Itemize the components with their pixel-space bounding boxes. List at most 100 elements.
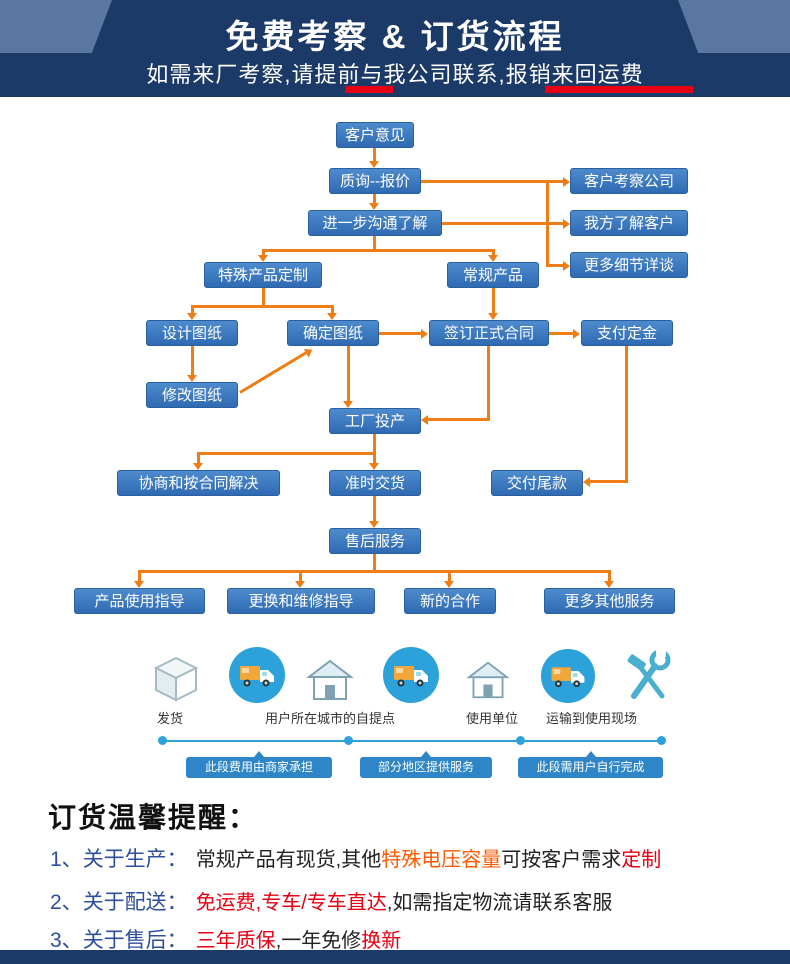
step-label-pickup-point: 用户所在城市的自提点 bbox=[264, 711, 395, 726]
step-label-shipping: 发货 bbox=[156, 711, 183, 726]
flow-node-negotiate-per-contract: 协商和按合同解决 bbox=[117, 470, 280, 496]
flow-arrowhead bbox=[583, 477, 590, 487]
flow-node-understand-client: 我方了解客户 bbox=[570, 210, 688, 236]
flow-arrowhead bbox=[369, 521, 379, 528]
flow-arrowhead bbox=[573, 329, 580, 339]
flow-line bbox=[549, 180, 563, 183]
notice-text: ,如需指定物流请联系客服 bbox=[386, 892, 613, 914]
header-left-wing bbox=[0, 0, 112, 53]
flow-arrowhead bbox=[488, 313, 498, 320]
notice-highlight: 免运费,专车/专车直达 bbox=[195, 892, 387, 914]
flow-arrowhead bbox=[369, 161, 379, 168]
notice-text: 常规产品有现货,其他 bbox=[195, 849, 382, 871]
delivery-truck-icon bbox=[228, 646, 286, 709]
flow-node-client-visit-company: 客户考察公司 bbox=[570, 168, 688, 194]
flow-node-more-details: 更多细节详谈 bbox=[570, 252, 688, 278]
flow-node-on-time-delivery: 准时交货 bbox=[329, 470, 421, 496]
timeline-dot bbox=[516, 736, 525, 745]
flow-node-product-usage-guide: 产品使用指导 bbox=[74, 588, 205, 614]
flow-arrowhead bbox=[421, 329, 428, 339]
flow-node-more-services: 更多其他服务 bbox=[544, 588, 675, 614]
notice-text: ,一年免修 bbox=[275, 930, 362, 952]
flow-arrowhead bbox=[488, 255, 498, 262]
flow-diagonal-arrow bbox=[239, 351, 307, 394]
flow-line bbox=[549, 332, 573, 335]
flow-node-design-drawing: 设计图纸 bbox=[146, 320, 238, 346]
flow-line bbox=[138, 570, 610, 573]
header-right-wing bbox=[678, 0, 790, 53]
notice-line-after-sales: 3、关于售后： 三年质保,一年免修换新 bbox=[50, 924, 401, 954]
notice-line-production: 1、关于生产：常规产品有现货,其他特殊电压容量可按客户需求定制 bbox=[50, 843, 661, 873]
flow-line bbox=[191, 305, 194, 313]
flow-node-customer-opinion: 客户意见 bbox=[336, 122, 414, 148]
flow-line bbox=[373, 434, 376, 463]
flow-line bbox=[373, 194, 376, 203]
flow-arrowhead bbox=[604, 581, 614, 588]
flow-arrowhead bbox=[187, 313, 197, 320]
flow-arrowhead bbox=[563, 219, 570, 229]
flow-node-factory-production: 工厂投产 bbox=[329, 408, 421, 434]
flow-node-after-sales-service: 售后服务 bbox=[329, 528, 421, 554]
delivery-truck-icon bbox=[540, 648, 596, 709]
flow-line bbox=[347, 346, 350, 401]
segment-label-merchant-cost: 此段费用由商家承担 bbox=[186, 751, 332, 778]
flow-arrowhead bbox=[563, 177, 570, 187]
step-label-transport-to-site: 运输到使用现场 bbox=[545, 711, 637, 726]
subtitle-underline-1 bbox=[345, 86, 393, 93]
notice-highlight: 三年质保 bbox=[195, 930, 276, 952]
notice-number: 3、 bbox=[50, 929, 83, 952]
notice-title: 订货温馨提醒： bbox=[48, 802, 259, 833]
flow-line bbox=[448, 570, 451, 581]
flow-line bbox=[262, 288, 265, 305]
flow-line bbox=[373, 148, 376, 161]
page-title: 免费考察 & 订货流程 bbox=[225, 18, 565, 55]
flow-line bbox=[373, 496, 376, 521]
subtitle-underline-2 bbox=[545, 86, 693, 93]
notice-label: 关于配送： bbox=[82, 891, 188, 914]
flow-line bbox=[625, 346, 628, 483]
timeline-dot bbox=[344, 736, 353, 745]
flow-node-replacement-repair-guide: 更换和维修指导 bbox=[227, 588, 375, 614]
notice-highlight: 特殊电压容量 bbox=[381, 849, 502, 871]
flow-line bbox=[373, 236, 376, 249]
flow-line bbox=[262, 249, 265, 255]
flow-arrowhead bbox=[369, 203, 379, 210]
flow-line bbox=[487, 346, 490, 421]
tools-icon bbox=[620, 648, 674, 709]
notice-label: 关于生产： bbox=[82, 848, 188, 871]
flow-node-inquiry-quote: 质询--报价 bbox=[329, 168, 421, 194]
flow-line bbox=[331, 305, 334, 313]
flow-node-pay-balance: 交付尾款 bbox=[491, 470, 583, 496]
step-label-user-unit: 使用单位 bbox=[465, 711, 518, 726]
flow-line bbox=[428, 418, 490, 421]
flow-line bbox=[608, 570, 611, 581]
flow-line bbox=[590, 480, 628, 483]
flow-line bbox=[197, 452, 376, 455]
flow-arrowhead bbox=[369, 463, 379, 470]
timeline-line bbox=[162, 740, 661, 742]
notice-highlight: 定制 bbox=[621, 849, 662, 871]
flow-line bbox=[492, 249, 495, 255]
flow-line bbox=[379, 332, 421, 335]
flow-arrowhead bbox=[343, 401, 353, 408]
flow-arrowhead bbox=[134, 581, 144, 588]
timeline-dot bbox=[158, 736, 167, 745]
flow-line bbox=[299, 570, 302, 581]
flow-node-confirm-drawing: 确定图纸 bbox=[287, 320, 379, 346]
flow-line bbox=[138, 570, 141, 581]
notice-line-delivery: 2、关于配送：免运费,专车/专车直达,如需指定物流请联系客服 bbox=[50, 886, 612, 916]
flow-node-new-cooperation: 新的合作 bbox=[404, 588, 496, 614]
notice-highlight: 换新 bbox=[361, 930, 402, 952]
flow-arrowhead bbox=[193, 463, 203, 470]
flow-node-custom-product: 特殊产品定制 bbox=[204, 262, 322, 288]
header-banner: 免费考察 & 订货流程 如需来厂考察,请提前与我公司联系,报销来回运费 bbox=[0, 0, 790, 97]
flow-arrowhead bbox=[444, 581, 454, 588]
flow-line bbox=[546, 180, 549, 267]
segment-label-partial-service: 部分地区提供服务 bbox=[360, 751, 492, 778]
flow-line bbox=[549, 222, 563, 225]
user-house-icon bbox=[466, 660, 510, 705]
notice-label: 关于售后： bbox=[82, 929, 188, 952]
page-subtitle: 如需来厂考察,请提前与我公司联系,报销来回运费 bbox=[146, 62, 644, 87]
pickup-house-icon bbox=[306, 658, 354, 707]
